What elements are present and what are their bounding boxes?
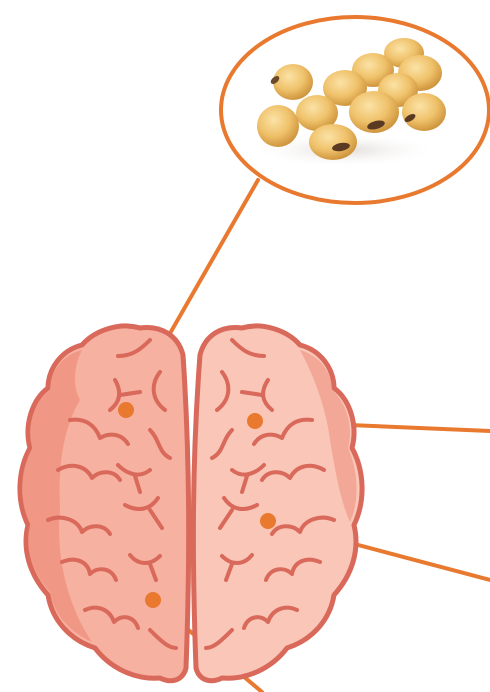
connector-dot bbox=[118, 402, 134, 418]
connector-dot bbox=[145, 592, 161, 608]
soybean bbox=[402, 93, 446, 131]
soybean bbox=[273, 64, 313, 100]
connector-dot bbox=[260, 513, 276, 529]
soybean bbox=[309, 124, 357, 160]
soybean-callout bbox=[221, 17, 489, 203]
connector-dot bbox=[247, 413, 263, 429]
soybean bbox=[257, 105, 299, 147]
